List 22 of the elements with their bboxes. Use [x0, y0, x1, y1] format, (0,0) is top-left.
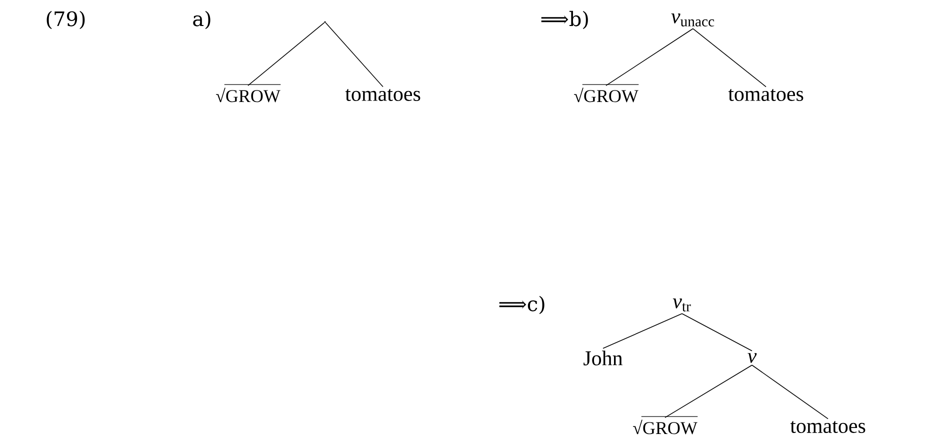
branch-line: [664, 364, 752, 418]
root-label: √GROW: [574, 84, 639, 102]
tree-label: tomatoes: [790, 421, 866, 434]
tree-label: John: [584, 350, 623, 366]
tree-label: tomatoes: [728, 88, 804, 102]
tree-label: v$_{tr}$: [672, 298, 691, 312]
branch-line: [325, 22, 384, 88]
root-label: √GROW: [633, 416, 698, 434]
label: (79): [46, 10, 85, 30]
tree-label: tomatoes: [345, 88, 420, 102]
branch-line: [602, 313, 682, 349]
branch-line: [752, 364, 828, 420]
label: ⟹b): [541, 10, 588, 30]
label: a): [193, 10, 210, 30]
label: ⟹c): [499, 296, 544, 314]
branch-line: [248, 22, 325, 86]
tree-label: v$_{unacc}$: [671, 14, 714, 26]
tree-label: v: [748, 353, 757, 363]
branch-line: [606, 28, 694, 86]
root-label: √GROW: [216, 84, 281, 102]
branch-line: [692, 28, 766, 88]
branch-line: [682, 313, 752, 352]
